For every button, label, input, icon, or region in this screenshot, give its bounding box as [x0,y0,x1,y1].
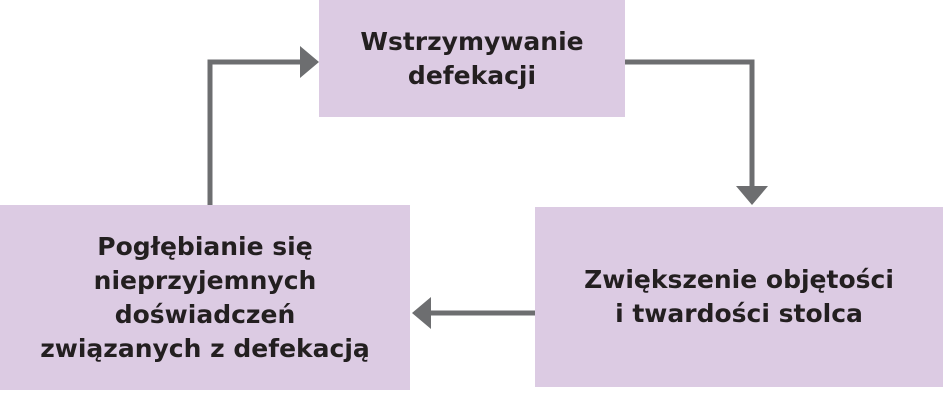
node-label: Pogłębianie się nieprzyjemnych doświadcz… [40,231,370,363]
arrow-left-to-top [207,59,302,205]
node-withholding-defecation: Wstrzymywanie defekacji [319,0,625,117]
arrowhead-icon [736,186,768,205]
node-worsening-experiences: Pogłębianie się nieprzyjemnych doświadcz… [0,205,410,390]
node-increased-stool-volume: Zwiększenie objętości i twardości stolca [535,207,943,387]
node-label: Zwiększenie objętości i twardości stolca [584,265,894,328]
node-label: Wstrzymywanie defekacji [360,26,584,90]
arrowhead-icon [412,297,431,329]
arrow-top-to-right [625,59,755,188]
arrowhead-icon [300,46,319,78]
